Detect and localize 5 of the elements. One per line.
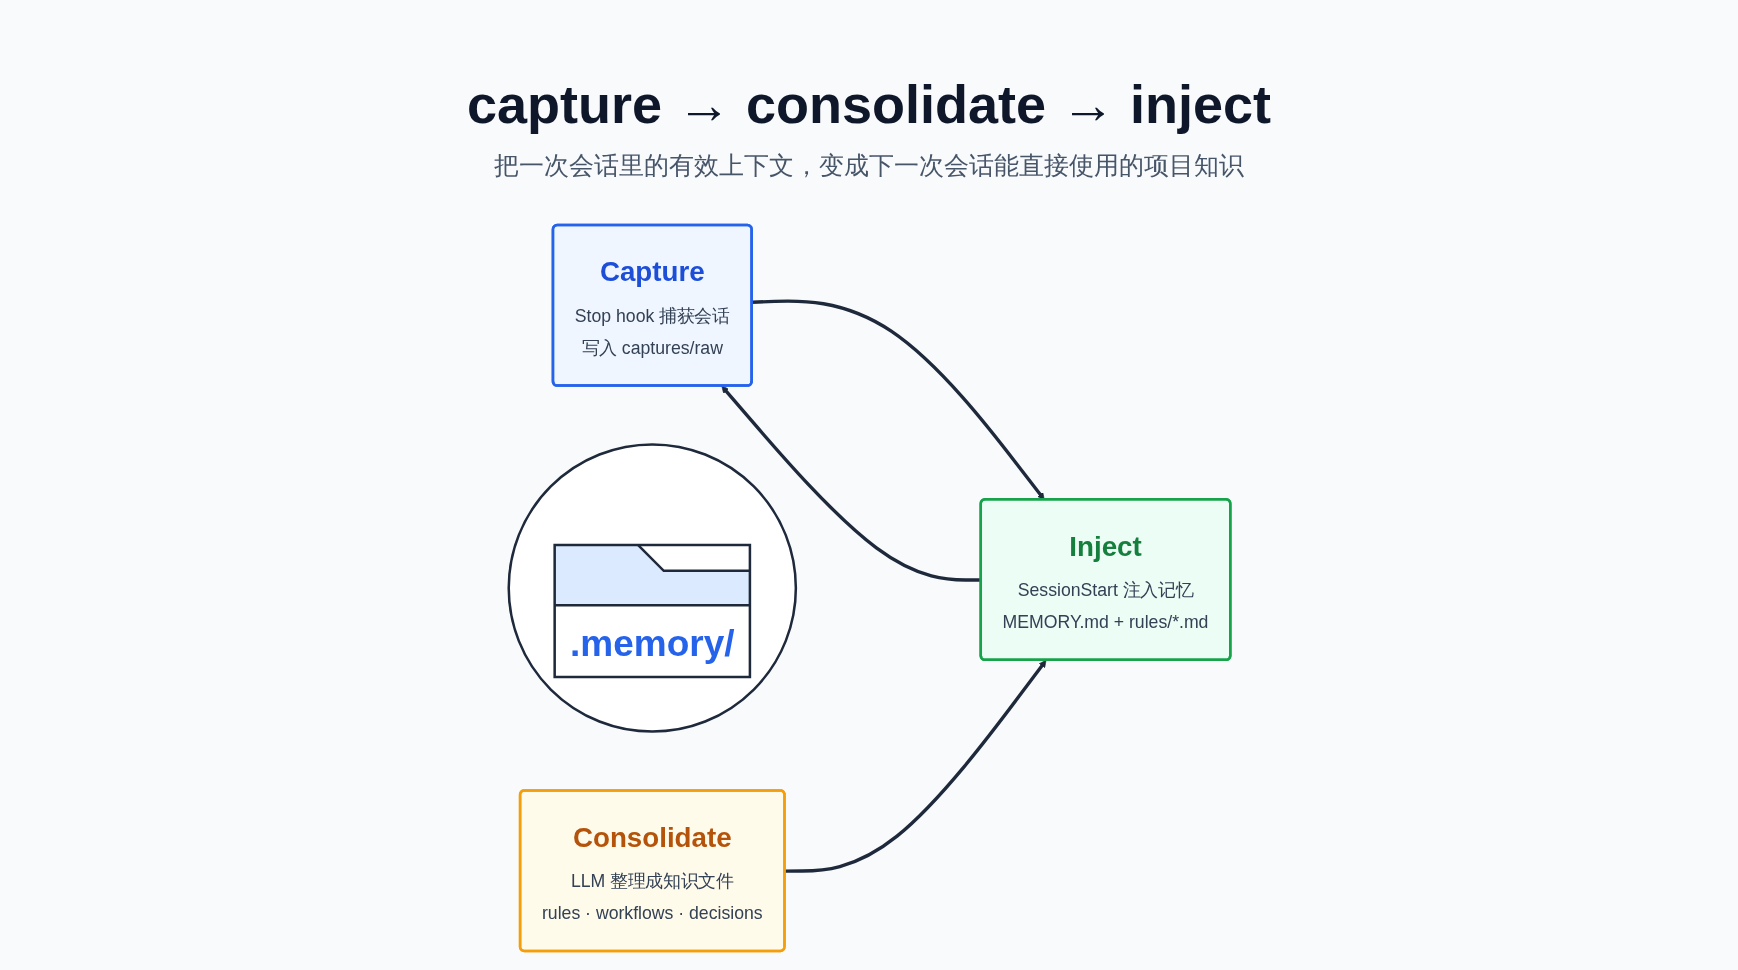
node-circle: .memory/ [506,442,797,733]
arrow [720,385,981,582]
subtitle-text: 把一次会话里的有效上下文，变成下一次会话能直接使用的项目知识 [494,149,1244,181]
diagram-title: capture → consolidate → inject [466,73,1272,136]
arrow [784,659,1046,873]
